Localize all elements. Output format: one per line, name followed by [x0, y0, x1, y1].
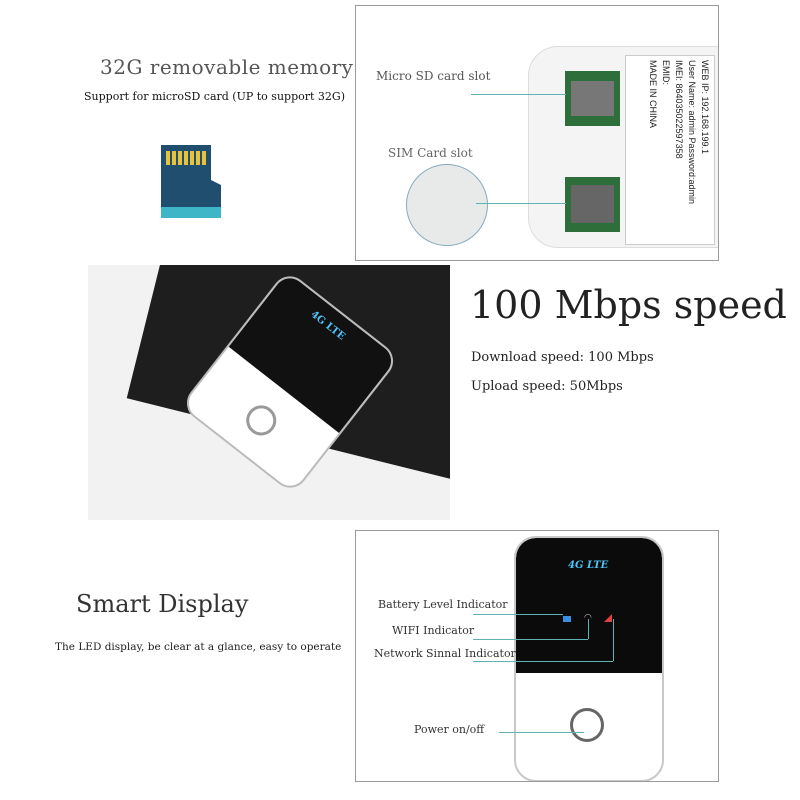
wifi-label: WIFI Indicator [392, 624, 475, 637]
label-imei: IMEI: 864035022597358 [674, 60, 684, 159]
label-origin: MADE IN CHINA [648, 60, 658, 129]
device-back-image: WEB IP: 192.168.199.1 User Name: admin P… [528, 46, 718, 248]
device-front-image: 4G LTE ◠ [514, 536, 664, 781]
battery-indicator-icon [563, 616, 571, 622]
sd-slot-label: Micro SD card slot [376, 69, 491, 83]
display-logo: 4G LTE [568, 560, 609, 571]
signal-indicator-icon [604, 614, 612, 622]
card-slot-panel: WEB IP: 192.168.199.1 User Name: admin P… [355, 5, 719, 261]
sim-slot-label: SIM Card slot [388, 146, 473, 160]
speed-title: 100 Mbps speed [470, 283, 787, 327]
power-label: Power on/off [414, 723, 485, 736]
display-panel: 4G LTE ◠ Battery Level Indicator WIFI In… [355, 530, 719, 782]
upload-speed: Upload speed: 50Mbps [471, 379, 623, 394]
label-ip: WEB IP: 192.168.199.1 [700, 60, 710, 155]
memory-subtitle: Support for microSD card (UP to support … [84, 90, 345, 103]
device-label-sticker: WEB IP: 192.168.199.1 User Name: admin P… [625, 55, 715, 245]
sim-zoom-circle [406, 164, 488, 246]
download-speed: Download speed: 100 Mbps [471, 350, 654, 365]
sd-slot [565, 71, 620, 126]
battery-label: Battery Level Indicator [378, 598, 508, 611]
display-title: Smart Display [76, 590, 249, 618]
sim-slot [565, 177, 620, 232]
microsd-card-icon [161, 145, 221, 218]
device-photo: 4G LTE [88, 265, 450, 520]
memory-title: 32G removable memory [100, 55, 354, 79]
power-button [240, 399, 283, 442]
label-emid: EMID: [661, 60, 671, 86]
label-user: User Name: admin Password:admin [687, 60, 697, 205]
wifi-indicator-icon: ◠ [584, 613, 592, 623]
power-button [570, 708, 604, 742]
display-subtitle: The LED display, be clear at a glance, e… [55, 641, 342, 653]
signal-label: Network Sinnal Indicator [374, 647, 516, 660]
